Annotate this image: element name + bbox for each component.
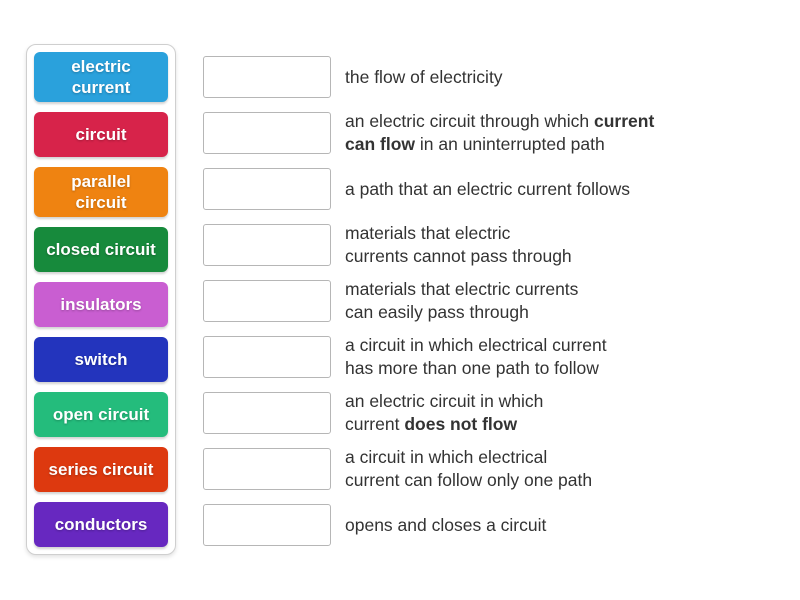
term-tile-label: open circuit <box>52 405 150 424</box>
term-tile-series-circuit[interactable]: series circuit <box>34 447 168 492</box>
definition-text: a path that an electric current follows <box>345 178 630 201</box>
definition-line: an electric circuit through which curren… <box>345 111 655 131</box>
definition-text: an electric circuit in which current does… <box>345 390 543 436</box>
definition-line: can flow in an uninterrupted path <box>345 134 605 154</box>
match-row: a circuit in which electrical current can… <box>203 441 783 497</box>
definition-line: has more than one path to follow <box>345 358 599 378</box>
term-tile-parallel-circuit[interactable]: parallel circuit <box>34 167 168 217</box>
term-tile-label: insulators <box>60 295 142 314</box>
term-tile-label: electric <box>71 57 131 76</box>
definition-line: materials that electric currents <box>345 279 579 299</box>
match-row: opens and closes a circuit <box>203 497 783 553</box>
definition-line: a circuit in which electrical <box>345 447 548 467</box>
match-row: a path that an electric current follows <box>203 161 783 217</box>
answer-slot-9[interactable] <box>203 504 331 546</box>
definition-line: current can follow only one path <box>345 470 593 490</box>
definition-text: an electric circuit through which curren… <box>345 110 654 156</box>
term-tile-electric-current[interactable]: electric current <box>34 52 168 102</box>
definition-line: the flow of electricity <box>345 66 503 87</box>
match-row: an electric circuit through which curren… <box>203 105 783 161</box>
term-tile-label: series circuit <box>48 460 154 479</box>
definition-line: materials that electric <box>345 223 511 243</box>
term-tile-label: parallel <box>71 172 131 191</box>
match-row: a circuit in which electrical current has… <box>203 329 783 385</box>
definition-line: opens and closes a circuit <box>345 514 547 535</box>
answer-slot-4[interactable] <box>203 224 331 266</box>
term-tile-label: switch <box>74 350 128 369</box>
match-row: the flow of electricity <box>203 49 783 105</box>
match-row: materials that electric currents cannot p… <box>203 217 783 273</box>
answer-slot-3[interactable] <box>203 168 331 210</box>
term-tile-insulators[interactable]: insulators <box>34 282 168 327</box>
answer-slot-5[interactable] <box>203 280 331 322</box>
term-tile-open-circuit[interactable]: open circuit <box>34 392 168 437</box>
term-tile-label: circuit <box>75 193 127 212</box>
match-row: materials that electric currents can easi… <box>203 273 783 329</box>
term-tile-circuit[interactable]: circuit <box>34 112 168 157</box>
term-tile-label: circuit <box>75 125 127 144</box>
definition-text: materials that electric currents can easi… <box>345 278 578 324</box>
term-tile-label: current <box>71 78 131 97</box>
term-tile-panel: electric current circuit parallel circuit clo… <box>26 44 176 555</box>
definition-line: a path that an electric current follows <box>345 178 631 199</box>
answer-slot-8[interactable] <box>203 448 331 490</box>
definition-text: materials that electric currents cannot p… <box>345 222 572 268</box>
definition-text: opens and closes a circuit <box>345 514 546 537</box>
definition-text: a circuit in which electrical current can… <box>345 446 592 492</box>
definition-text: a circuit in which electrical current has… <box>345 334 607 380</box>
answer-slot-1[interactable] <box>203 56 331 98</box>
definition-line: can easily pass through <box>345 302 529 322</box>
term-tile-label: conductors <box>54 515 148 534</box>
definition-line: current does not flow <box>345 414 518 434</box>
answer-slot-6[interactable] <box>203 336 331 378</box>
term-tile-conductors[interactable]: conductors <box>34 502 168 547</box>
term-tile-switch[interactable]: switch <box>34 337 168 382</box>
definition-line: an electric circuit in which <box>345 391 544 411</box>
term-tile-closed-circuit[interactable]: closed circuit <box>34 227 168 272</box>
match-row: an electric circuit in which current does… <box>203 385 783 441</box>
match-rows: the flow of electricity an electric circu… <box>203 49 783 553</box>
answer-slot-2[interactable] <box>203 112 331 154</box>
definition-line: a circuit in which electrical current <box>345 335 607 355</box>
answer-slot-7[interactable] <box>203 392 331 434</box>
term-tile-label: closed circuit <box>46 240 156 259</box>
definition-line: currents cannot pass through <box>345 246 572 266</box>
definition-text: the flow of electricity <box>345 66 503 89</box>
